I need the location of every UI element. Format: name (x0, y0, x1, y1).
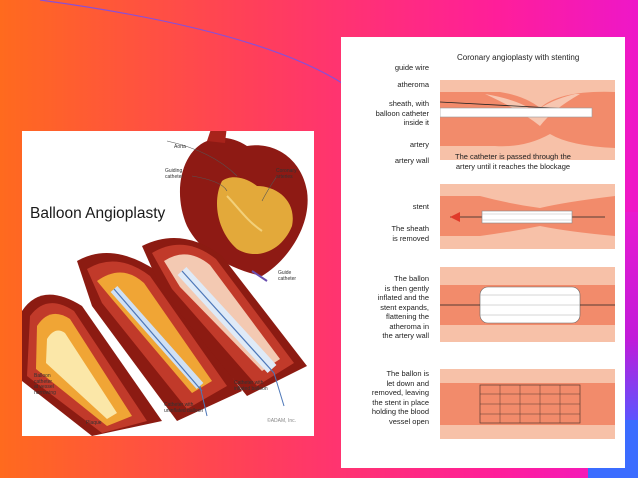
label-sheath: sheath, with balloon catheter inside it (375, 99, 429, 127)
left-title: Balloon Angioplasty (30, 205, 166, 222)
label-catheter-uninflated: Catheter with uninflated balloon (164, 402, 204, 414)
stage-1-caption: The catheter is passed through the arter… (455, 152, 571, 171)
stage-4-artery (440, 369, 615, 439)
stenting-diagram: Coronary angioplasty with stenting guide… (341, 37, 625, 468)
illustration-graphics (22, 131, 308, 436)
label-artery: artery (409, 140, 429, 149)
image-credit: ©ADAM, Inc. (267, 418, 296, 424)
label-coronary-arteries: Coronary arteries (276, 168, 297, 180)
stage-4-caption: The ballon is let down and removed, leav… (371, 369, 429, 426)
label-plaque: Plaque (86, 420, 102, 426)
label-catheter-inflated: Catheter with inflated balloon (234, 380, 268, 392)
label-balloon-catheter: Balloon catheter at vessel narrowing (34, 373, 56, 396)
label-aorta: Aorta (174, 144, 186, 150)
label-atheroma: atheroma (397, 80, 429, 89)
stage-3-caption: The ballon is then gently inflated and t… (377, 274, 429, 340)
label-sheath-removed: The sheath is removed (391, 224, 429, 243)
stage-3-artery (440, 267, 615, 342)
artery-cross-section-3 (142, 238, 307, 407)
balloon-angioplasty-illustration: Balloon Angioplasty Aorta Guiding cathet… (22, 131, 314, 436)
stage-2-artery (440, 184, 615, 249)
label-guide-catheter: Guide catheter (278, 270, 297, 282)
artery-cross-section-1 (22, 294, 162, 436)
label-stent: stent (412, 202, 429, 211)
stage-1-artery (440, 80, 615, 160)
right-title: Coronary angioplasty with stenting (457, 53, 580, 62)
artery-cross-section-2 (77, 253, 242, 421)
label-guiding-catheter: Guiding catheter (165, 168, 184, 180)
heart-illustration (179, 131, 308, 282)
label-guide-wire: guide wire (394, 63, 429, 72)
label-artery-wall: artery wall (394, 156, 429, 165)
